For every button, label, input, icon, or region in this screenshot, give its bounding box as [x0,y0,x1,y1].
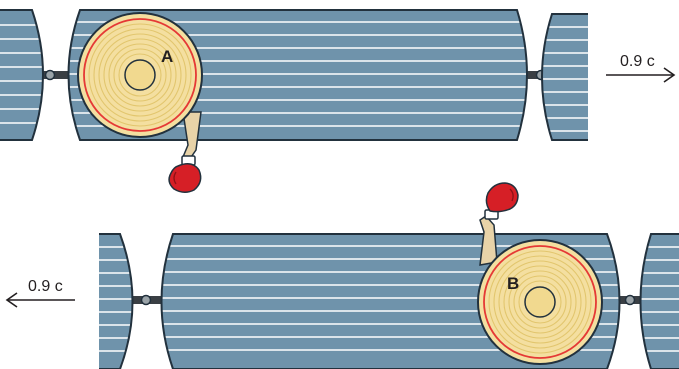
observer-b-head [478,240,602,364]
top-speed-label: 0.9 c [620,53,655,70]
bottom-speed-label: 0.9 c [28,278,63,295]
observer-a-head [78,13,202,137]
observer-b-label: B [507,274,519,293]
boxing-glove-icon [169,156,201,192]
arrow-left-icon [7,293,75,307]
arrow-right-icon [606,68,674,82]
top-train: A 0.9 c [0,10,674,192]
bottom-train: B 0.9 c [7,183,679,369]
boxing-glove-icon [485,183,518,219]
observer-a-label: A [161,47,173,66]
observer-b-arm [480,216,497,265]
